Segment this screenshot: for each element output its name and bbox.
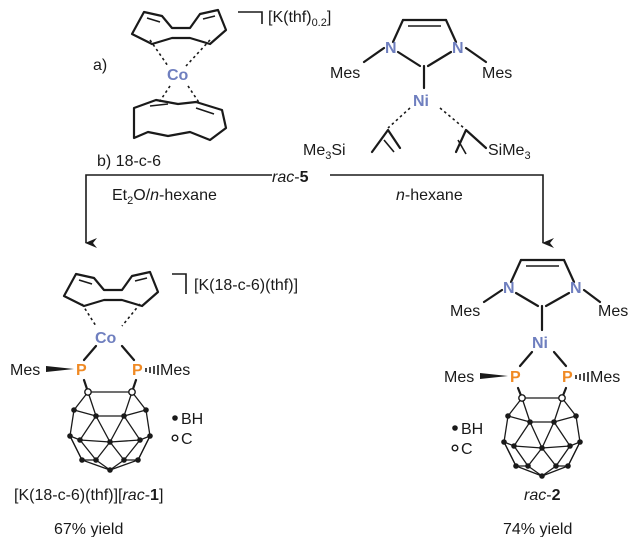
- legend-bh-2: BH: [461, 421, 483, 438]
- step-a-label: a): [93, 57, 107, 74]
- charge-bracket: [238, 11, 263, 24]
- phosphorus-right-1: P: [132, 362, 143, 379]
- product-1-cobalt: [K(18-c-6)(thf)] Co P P Mes Mes: [10, 270, 298, 537]
- nitrogen-right: N: [452, 40, 464, 57]
- carborane-cage-2: [501, 394, 583, 479]
- legend-c-dot-2: [451, 444, 459, 452]
- trimethylsilyl-right: SiMe3: [488, 142, 531, 162]
- nickel-atom-2: Ni: [532, 335, 548, 352]
- mes-label-p-right-1: Mes: [160, 362, 190, 379]
- counterion-k18c6: [K(18-c-6)(thf)]: [194, 277, 298, 294]
- wedge-bond-left-2: [480, 373, 508, 379]
- nitrogen-right-2: N: [570, 280, 582, 297]
- cobalt-cod-complex: a) [K(thf)0.2] Co: [93, 8, 331, 142]
- legend-bh-dot-1: [172, 415, 178, 421]
- carborane-cage-1: [67, 388, 153, 473]
- arrow-left: [85, 174, 272, 248]
- product-1-name: [K(18-c-6)(thf)][rac-1]: [14, 487, 163, 504]
- cod-ring-lower: [132, 98, 228, 142]
- cobalt-atom-product1: Co: [95, 330, 117, 347]
- phosphorus-left-1: P: [76, 362, 87, 379]
- cod-ring-upper: [130, 8, 228, 46]
- trimethylsilyl-left: Me3Si: [303, 142, 346, 162]
- legend-c-1: C: [181, 431, 193, 448]
- reaction-arrows: rac-5 b) 18-c-6 Et2O/n-hexane n-hexane: [85, 153, 554, 248]
- product-2-nickel: N N Mes Mes Ni P P Mes Mes: [444, 258, 628, 537]
- hash-bond-right-2: [575, 372, 589, 382]
- arrow-right: [330, 174, 554, 248]
- cod-ring-product1: [62, 270, 160, 308]
- mes-left-label-2: Mes: [450, 303, 480, 320]
- hash-bond-right: [145, 365, 159, 375]
- nickel-atom: Ni: [413, 93, 429, 110]
- phosphorus-right-2: P: [562, 369, 573, 386]
- condition-right: n-hexane: [396, 187, 463, 204]
- center-reagent-label: rac-5: [272, 169, 309, 186]
- product-2-yield: 74% yield: [503, 521, 572, 537]
- mes-label-p-left-2: Mes: [444, 369, 474, 386]
- counterion-k-thf: [K(thf)0.2]: [268, 9, 331, 29]
- mes-right-label: Mes: [482, 65, 512, 82]
- nickel-nhc-reagent: N N Mes Mes Ni Me3Si SiMe3: [303, 18, 531, 162]
- mes-label-p-left-1: Mes: [10, 362, 40, 379]
- nitrogen-left-2: N: [503, 280, 515, 297]
- phosphorus-left-2: P: [510, 369, 521, 386]
- mes-right-label-2: Mes: [598, 303, 628, 320]
- product-1-yield: 67% yield: [54, 521, 123, 537]
- nitrogen-left: N: [385, 40, 397, 57]
- legend-bh-dot-2: [452, 425, 458, 431]
- legend-c-dot-1: [171, 434, 179, 442]
- legend-c-2: C: [461, 441, 473, 458]
- cobalt-atom: Co: [167, 67, 189, 84]
- wedge-bond-left: [46, 366, 74, 372]
- condition-left-bottom: Et2O/n-hexane: [112, 187, 217, 207]
- mes-left-label: Mes: [330, 65, 360, 82]
- charge-bracket-1: [172, 273, 187, 294]
- product-2-name: rac-2: [524, 487, 561, 504]
- mes-label-p-right-2: Mes: [590, 369, 620, 386]
- legend-bh-1: BH: [181, 411, 203, 428]
- condition-left-top: b) 18-c-6: [97, 153, 161, 170]
